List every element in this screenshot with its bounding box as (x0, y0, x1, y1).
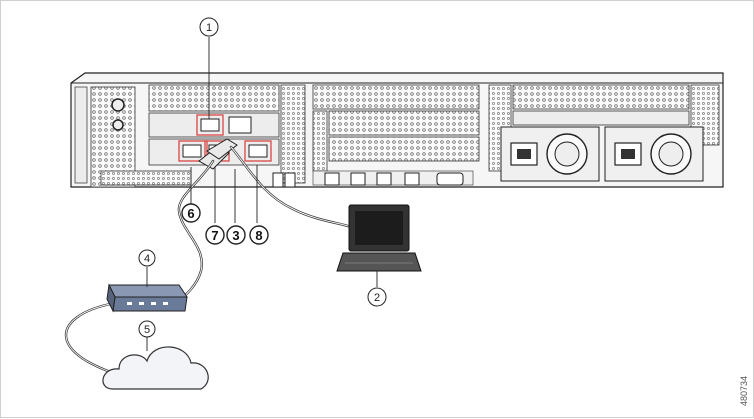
network-cables (64, 145, 353, 375)
leader-lines (146, 37, 378, 351)
cable-connectors (198, 138, 238, 170)
svg-text:8: 8 (255, 228, 262, 243)
svg-text:5: 5 (144, 324, 150, 336)
svg-text:6: 6 (187, 206, 194, 221)
ethernet-port-icon (272, 172, 464, 188)
cloud-icon (102, 346, 209, 390)
laptop-icon (336, 204, 422, 272)
callout-2: 2 (367, 287, 387, 307)
figure-id: 480734 (739, 376, 749, 406)
callout-6: 6 (181, 203, 201, 223)
svg-text:3: 3 (232, 228, 239, 243)
svg-text:1: 1 (206, 22, 212, 34)
svg-text:4: 4 (144, 253, 150, 265)
callout-3: 3 (226, 225, 246, 245)
callout-8: 8 (249, 225, 269, 245)
network-switch-icon (106, 283, 188, 313)
callout-5: 5 (138, 320, 156, 338)
callout-7: 7 (205, 225, 225, 245)
power-supply-icon (500, 126, 704, 182)
callout-4: 4 (138, 249, 156, 267)
svg-text:7: 7 (211, 228, 218, 243)
callout-1: 1 (199, 17, 219, 37)
svg-text:2: 2 (374, 292, 380, 304)
